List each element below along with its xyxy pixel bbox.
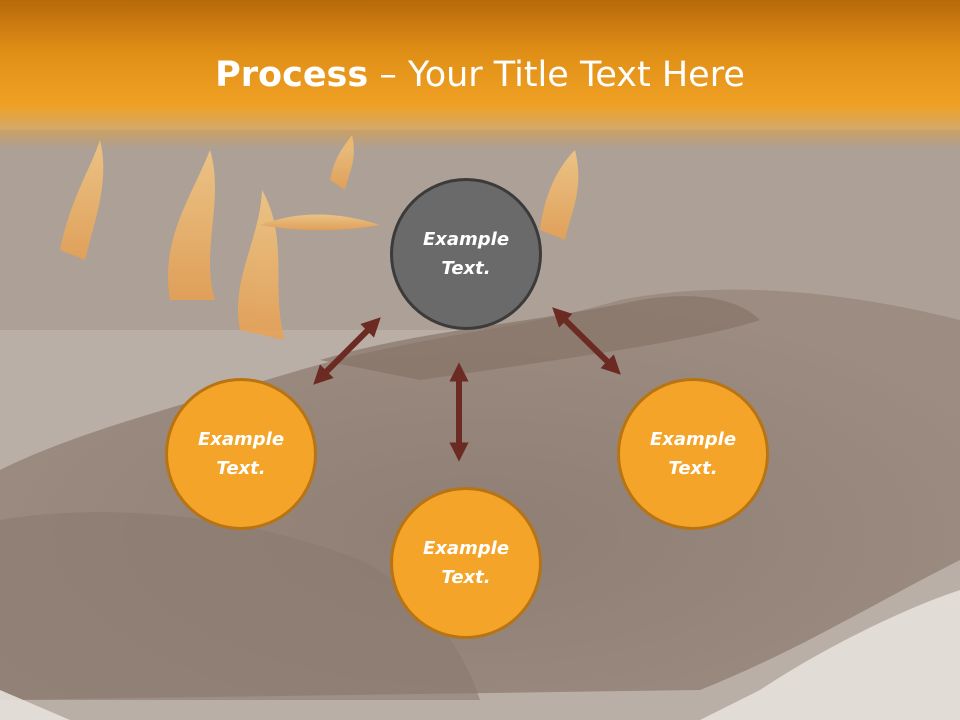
arrow-left-top	[313, 317, 381, 385]
process-node-bottom[interactable]: Example Text.	[390, 487, 542, 639]
title-rest: – Your Title Text Here	[368, 55, 745, 95]
node-bottom-text: Example Text.	[422, 538, 510, 588]
node-left-text: Example Text.	[197, 429, 285, 479]
plate-graphic	[700, 590, 960, 720]
flames-graphic	[60, 135, 579, 340]
node-right-text: Example Text.	[649, 429, 737, 479]
process-node-right[interactable]: Example Text.	[617, 378, 769, 530]
process-node-left[interactable]: Example Text.	[165, 378, 317, 530]
arrow-right-top	[552, 307, 621, 375]
slide-title[interactable]: Process – Your Title Text Here	[0, 52, 960, 98]
process-node-top[interactable]: Example Text.	[390, 178, 542, 330]
node-top-text: Example Text.	[422, 229, 510, 279]
title-bar	[0, 0, 960, 150]
title-bold: Process	[215, 55, 369, 95]
